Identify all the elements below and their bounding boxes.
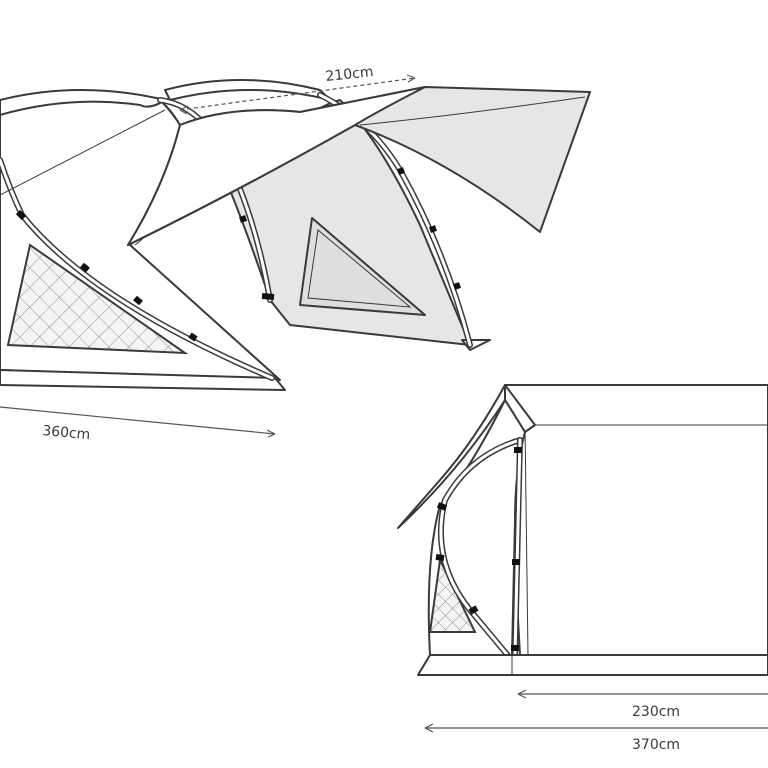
label-370cm: 370cm <box>632 737 680 753</box>
side-awning <box>397 384 506 529</box>
tent-side-view <box>397 384 768 676</box>
dimension-total-length: 370cm <box>424 723 768 753</box>
mesh-window <box>6 243 189 355</box>
dimension-side-length: 360cm <box>0 406 276 443</box>
dimension-top-width: 210cm <box>179 64 416 115</box>
awning-front-edge <box>127 86 426 246</box>
label-230cm: 230cm <box>632 704 680 720</box>
label-360cm: 360cm <box>42 423 91 443</box>
dimension-inner-length: 230cm <box>517 689 768 720</box>
rear-window <box>299 217 426 316</box>
tent-perspective-view <box>0 79 591 391</box>
label-210cm: 210cm <box>325 64 374 85</box>
